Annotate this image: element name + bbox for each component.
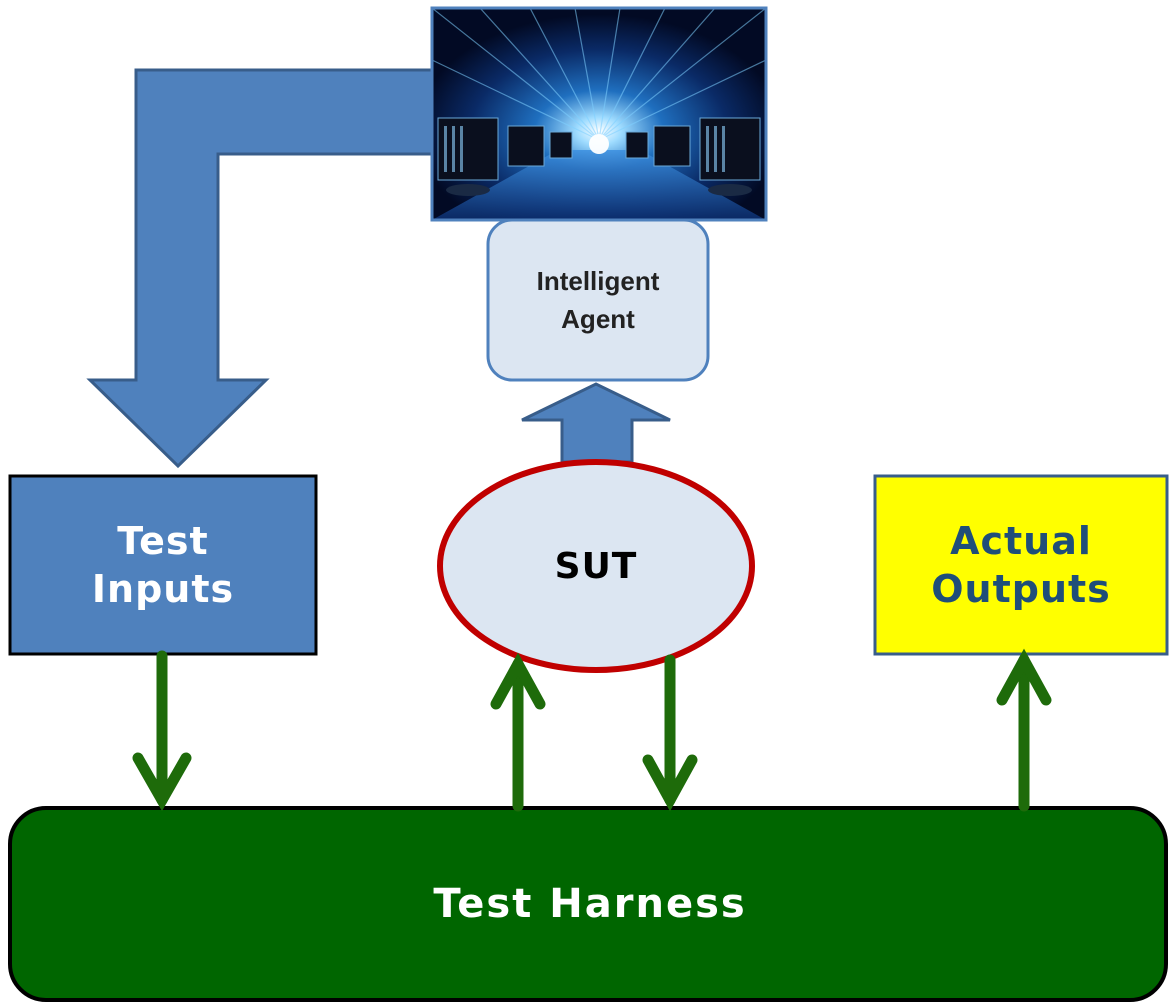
actual-outputs-box — [873, 474, 1169, 656]
sut-label: SUT — [554, 545, 638, 587]
sut-to-agent-arrow — [521, 382, 671, 464]
harness-to-outputs-arrow — [996, 648, 1052, 812]
test-inputs-box — [8, 474, 318, 656]
test-inputs-label: Test Inputs — [91, 519, 235, 611]
intelligent-agent-box — [486, 218, 710, 382]
digital-tunnel-image — [432, 8, 766, 220]
inputs-to-harness-arrow — [132, 650, 192, 812]
actual-outputs-label: Actual Outputs — [931, 519, 1111, 611]
sut-to-harness-arrow — [642, 654, 698, 812]
feedback-arrow-to-inputs — [86, 68, 434, 469]
agent-label: Intelligent Agent — [536, 266, 660, 334]
harness-to-sut-arrow — [490, 652, 546, 812]
test-harness-box — [8, 806, 1168, 1002]
sut-ellipse — [437, 459, 755, 673]
test-harness-label: Test Harness — [433, 881, 747, 927]
